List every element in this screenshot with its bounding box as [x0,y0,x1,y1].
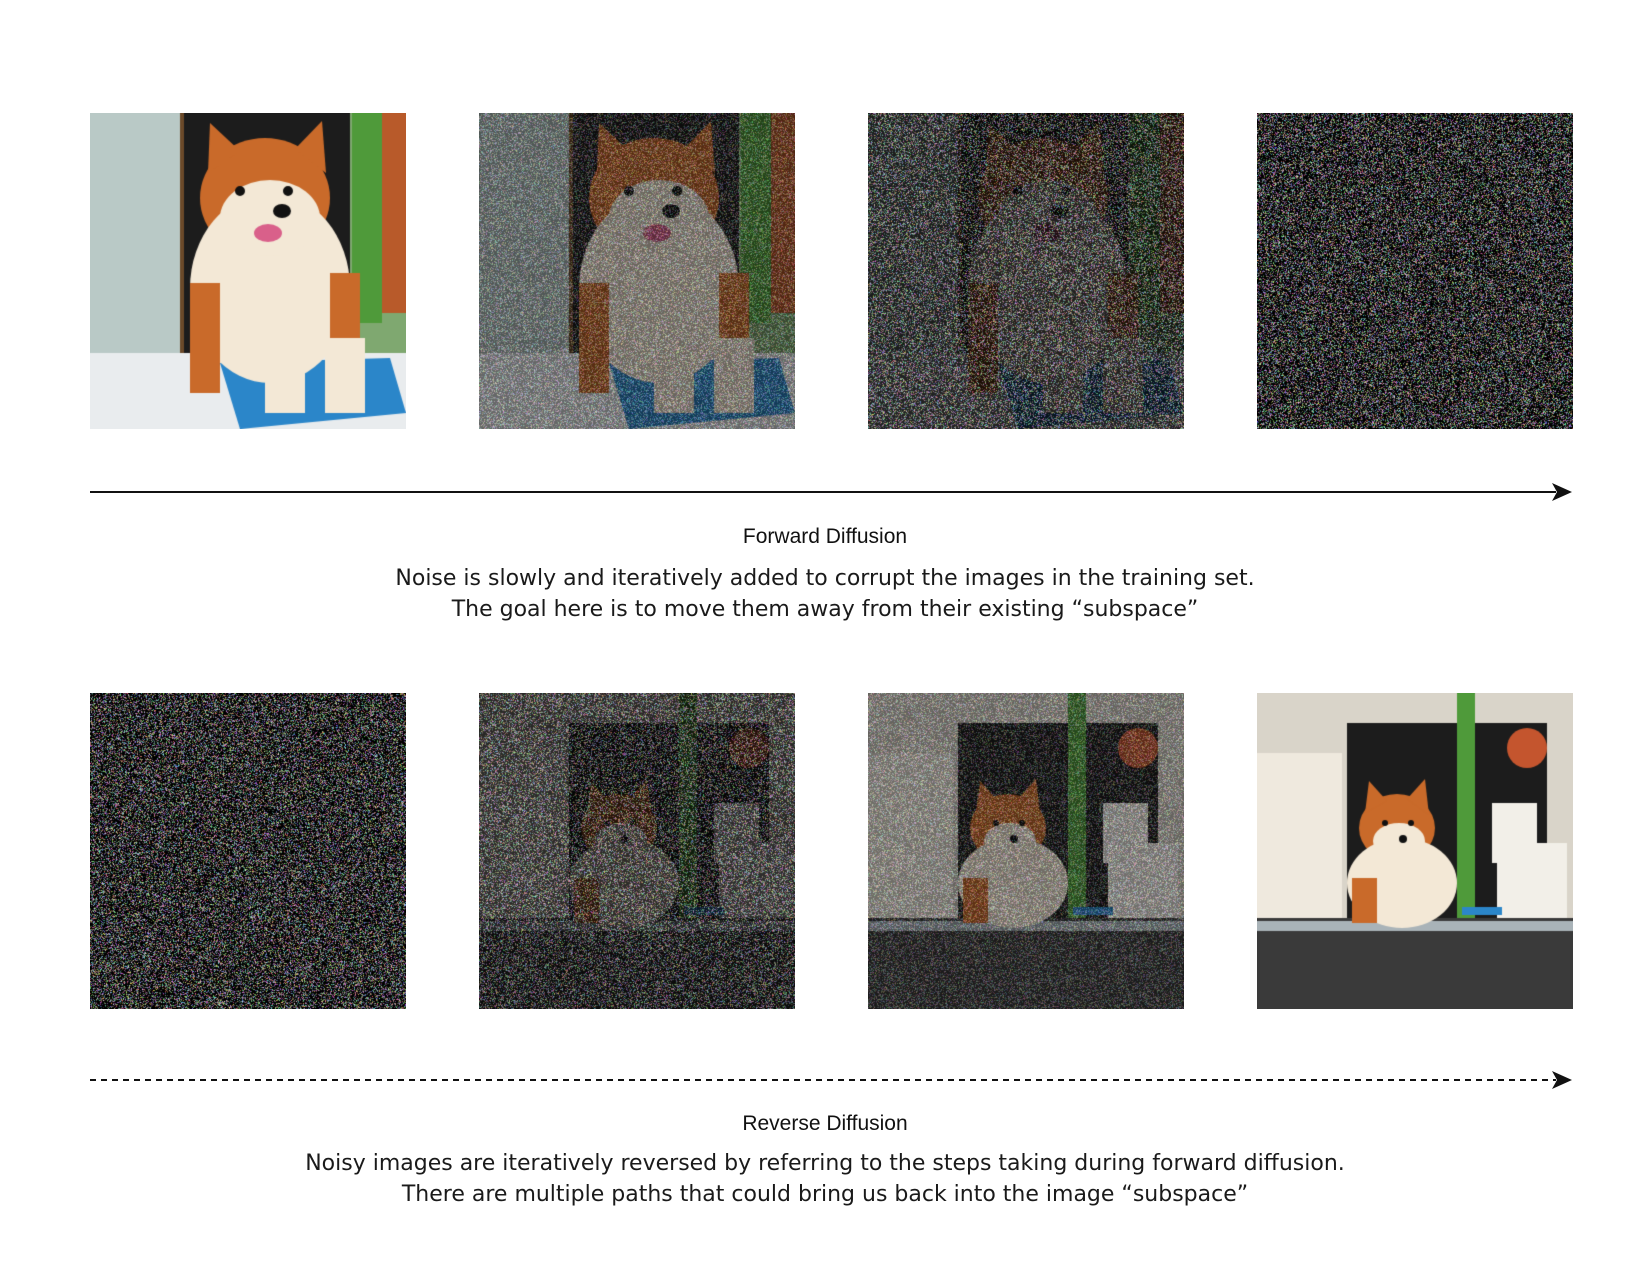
forward-image-2-canvas [479,113,795,429]
forward-title: Forward Diffusion [742,525,908,548]
forward-image-3-canvas [868,113,1184,429]
forward-image-2 [479,113,795,429]
reverse-image-1-canvas [90,693,406,1009]
forward-image-1-canvas [90,113,406,429]
reverse-image-2-canvas [479,693,795,1009]
reverse-image-2 [479,693,795,1009]
reverse-image-4 [1257,693,1573,1009]
forward-description-line-1: Noise is slowly and iteratively added to… [395,566,1255,591]
forward-image-4 [1257,113,1573,429]
reverse-image-1 [90,693,406,1009]
forward-image-1 [90,113,406,429]
reverse-image-4-canvas [1257,693,1573,1009]
reverse-description-line-2: There are multiple paths that could brin… [401,1182,1249,1207]
forward-image-4-canvas [1257,113,1573,429]
arrow-right-icon [90,1071,1572,1089]
reverse-arrow [90,1068,1572,1092]
reverse-description: Noisy images are iteratively reversed by… [0,1148,1650,1210]
reverse-title: Reverse Diffusion [742,1112,908,1135]
forward-image-3 [868,113,1184,429]
reverse-description-line-1: Noisy images are iteratively reversed by… [305,1151,1345,1176]
arrow-right-icon [90,483,1572,501]
forward-description-line-2: The goal here is to move them away from … [451,597,1199,622]
forward-arrow [90,480,1572,504]
forward-description: Noise is slowly and iteratively added to… [0,563,1650,625]
reverse-image-3-canvas [868,693,1184,1009]
reverse-image-3 [868,693,1184,1009]
